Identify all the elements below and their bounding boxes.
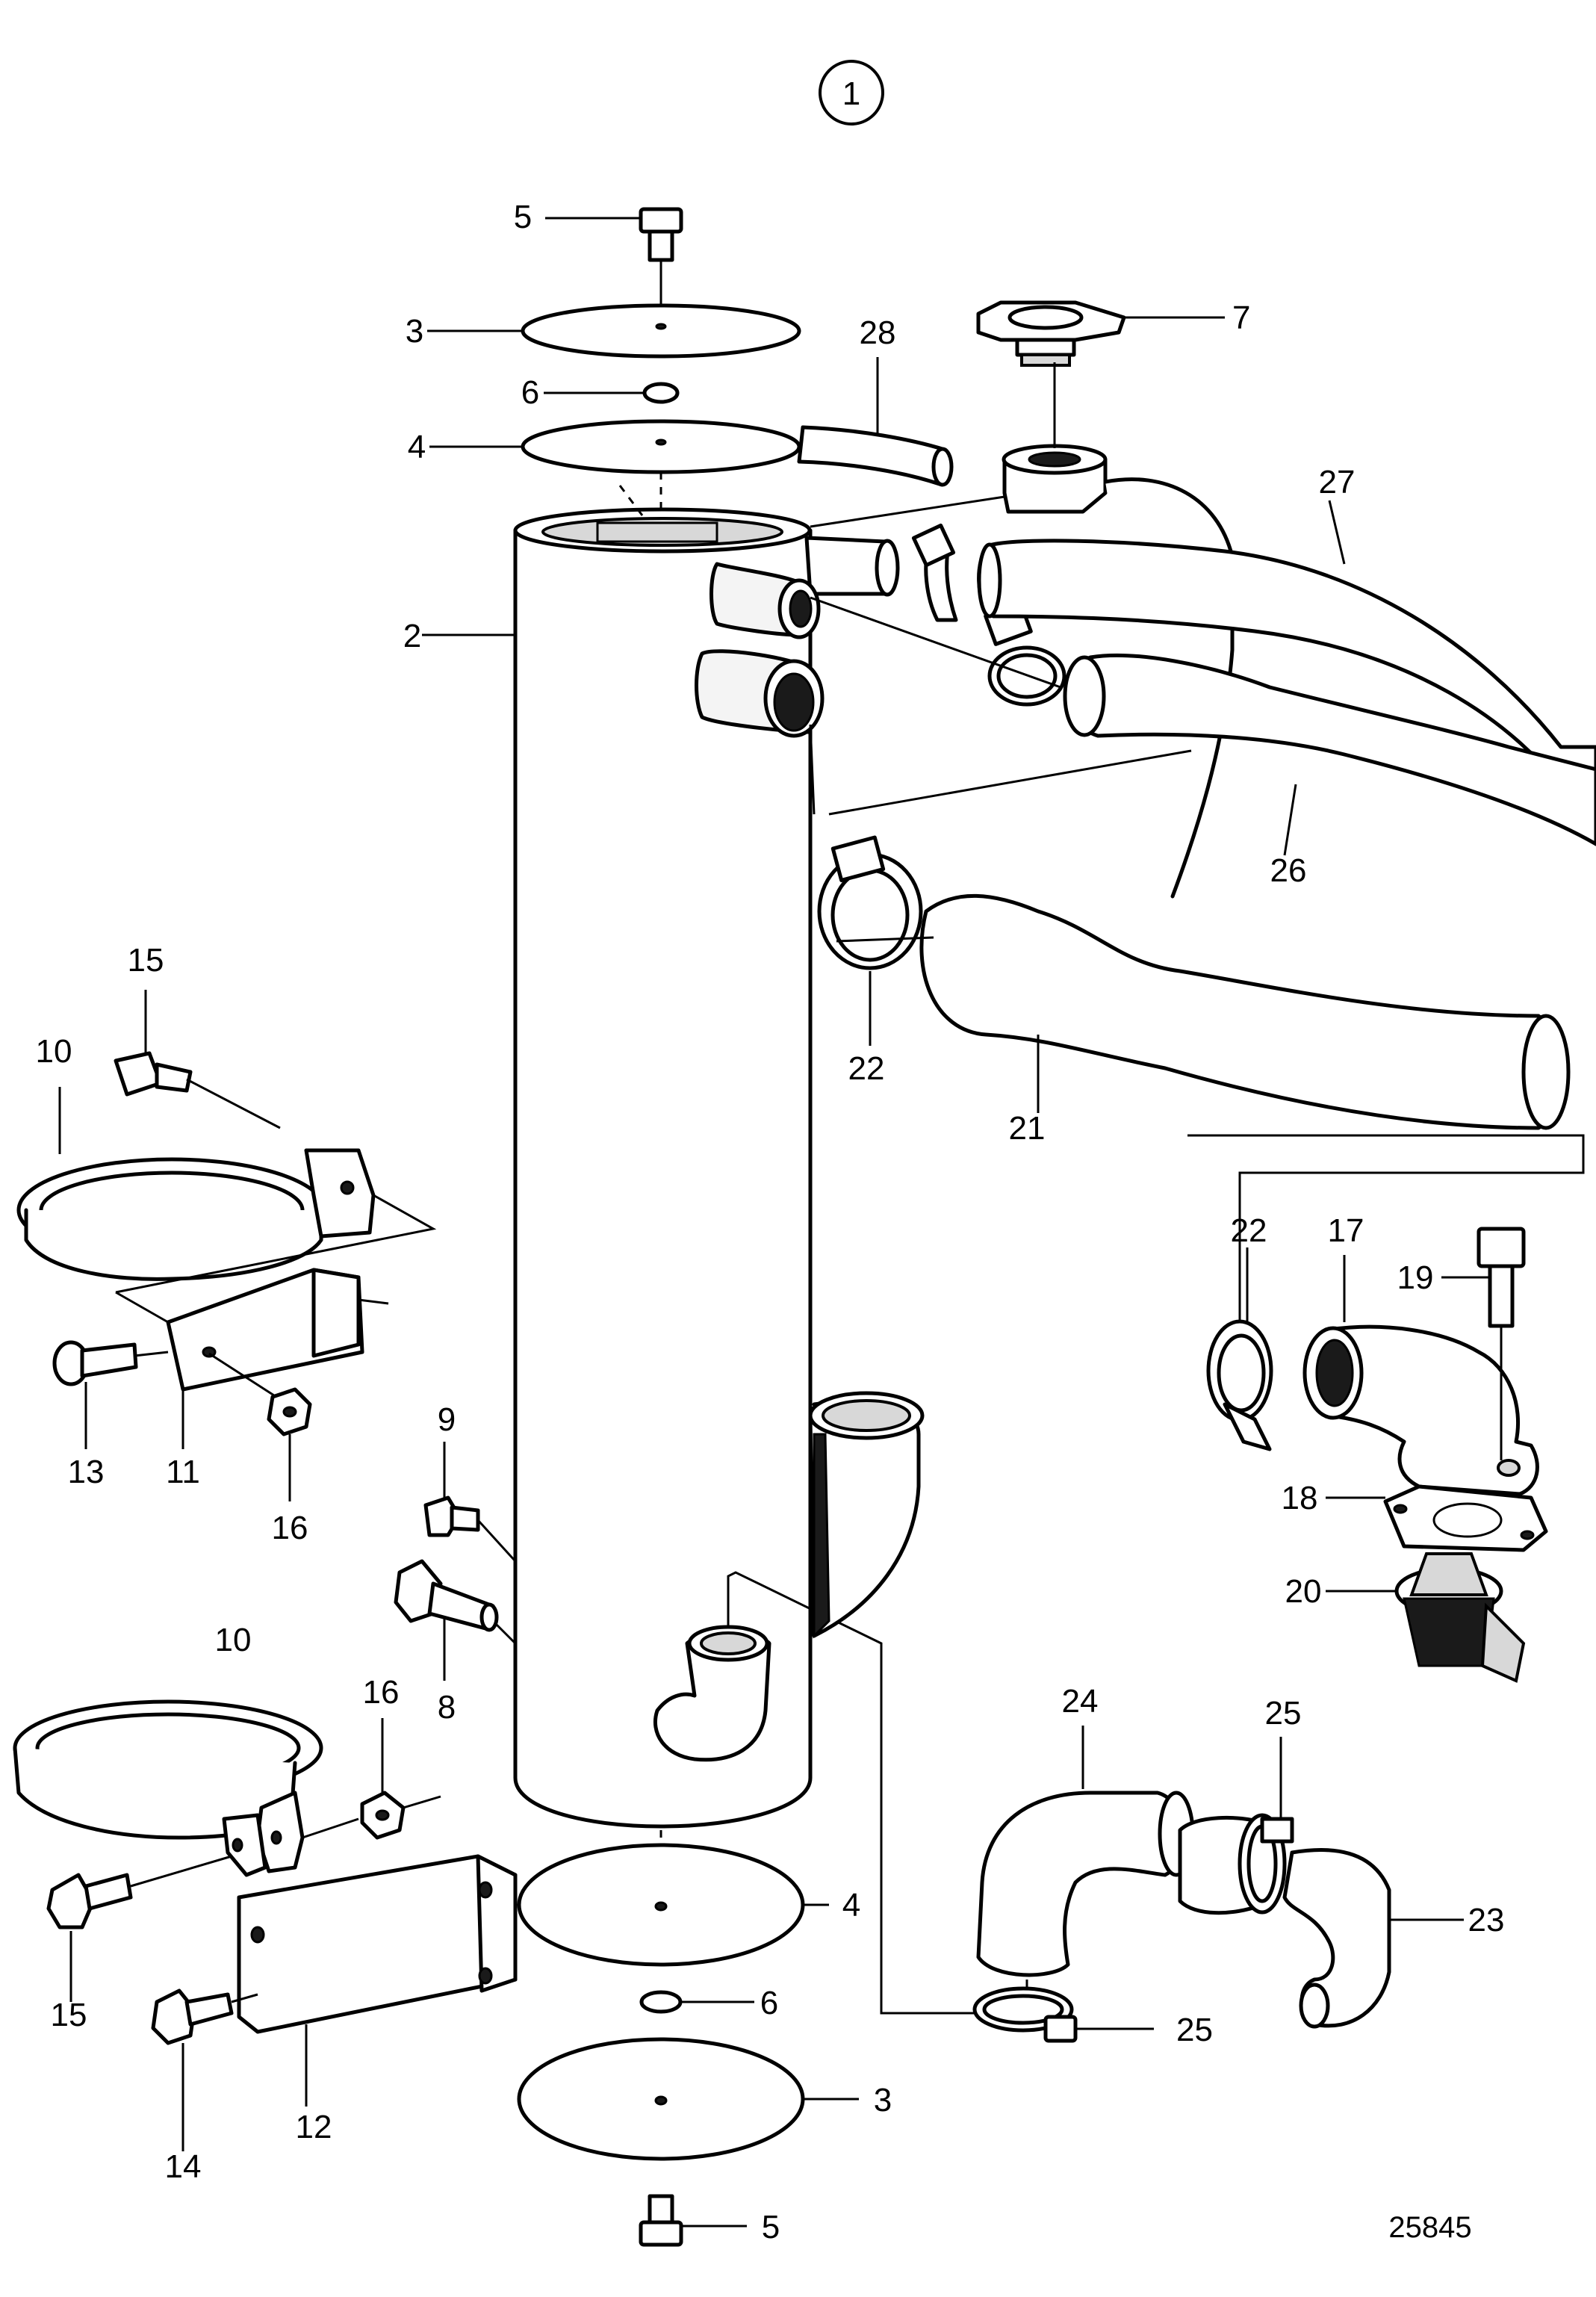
part-9-plug xyxy=(423,1495,480,1537)
sheet-number-badge: 1 xyxy=(819,60,884,125)
callout-4-top: 4 xyxy=(408,429,426,465)
callout-15-top: 15 xyxy=(128,942,164,979)
callout-12: 12 xyxy=(296,2109,332,2145)
part-13-bolt xyxy=(52,1340,138,1386)
part-21-lower-hose xyxy=(919,893,1571,1130)
callout-15-bottom: 15 xyxy=(51,1997,87,2033)
callout-6-top: 6 xyxy=(521,374,539,411)
part-15-bolt-upper xyxy=(114,1051,193,1097)
callout-9: 9 xyxy=(438,1401,456,1438)
callout-17: 17 xyxy=(1328,1212,1364,1249)
callout-20: 20 xyxy=(1285,1573,1322,1610)
tank-outlet-stubs xyxy=(695,536,900,815)
part-14-screw xyxy=(151,1988,234,2045)
part-22-hose-clamp-mid xyxy=(817,835,923,970)
part-4-gasket-disc-top xyxy=(521,419,801,474)
part-16-nut-upper xyxy=(267,1387,312,1436)
callout-16-top: 16 xyxy=(272,1510,308,1546)
callout-27: 27 xyxy=(1319,464,1356,500)
part-8-drain-plug xyxy=(394,1559,499,1632)
callout-labels: 5 3 6 4 28 7 27 2 26 15 10 22 21 22 17 1… xyxy=(36,199,1505,2245)
part-25-hose-clamp-upper xyxy=(1178,1813,1294,1915)
callout-16-bottom: 16 xyxy=(363,1674,400,1711)
callout-23: 23 xyxy=(1468,1902,1505,1938)
part-20-thermostat xyxy=(1394,1552,1526,1683)
part-18-gasket xyxy=(1383,1484,1548,1552)
callout-3-top: 3 xyxy=(406,313,423,350)
part-22-hose-clamp-right xyxy=(1206,1319,1273,1451)
part-28-vent-hose xyxy=(797,425,954,487)
callout-26: 26 xyxy=(1270,852,1307,889)
callout-2: 2 xyxy=(403,618,421,654)
part-11-bracket xyxy=(166,1268,364,1392)
part-19-bolt xyxy=(1477,1227,1526,1460)
part-7-filler-cap xyxy=(976,300,1126,367)
callout-13: 13 xyxy=(68,1454,105,1490)
part-16-nut-lower xyxy=(360,1791,406,1840)
callout-8: 8 xyxy=(438,1689,456,1726)
drawing-id: 25845 xyxy=(1388,2211,1471,2244)
part-17-thermostat-housing-elbow xyxy=(1302,1324,1539,1496)
callout-14: 14 xyxy=(165,2148,202,2185)
upper-hose-clamps xyxy=(810,523,1066,707)
callout-24: 24 xyxy=(1062,1683,1099,1720)
callout-22-right: 22 xyxy=(1231,1212,1267,1249)
part-24-elbow-hose xyxy=(976,1791,1195,1977)
callout-21: 21 xyxy=(1009,1110,1046,1147)
part-26-middle-hose xyxy=(828,653,1596,846)
callout-10-bottom: 10 xyxy=(215,1622,252,1658)
callout-7: 7 xyxy=(1232,300,1250,336)
callout-25-bottom: 25 xyxy=(1176,2012,1213,2048)
callout-5-bottom: 5 xyxy=(762,2209,780,2245)
callout-3-bottom: 3 xyxy=(874,2082,892,2118)
part-3-cover-disc-top xyxy=(521,303,801,359)
callout-4-bottom: 4 xyxy=(842,1887,860,1924)
part-10-mounting-clamp-lower xyxy=(13,1699,323,1877)
callout-10-top: 10 xyxy=(36,1033,72,1070)
callout-19: 19 xyxy=(1397,1259,1434,1296)
part-23-elbow-hose xyxy=(1282,1848,1391,2029)
callout-22-top: 22 xyxy=(848,1050,885,1087)
part-10-mounting-clamp-upper xyxy=(16,1148,376,1281)
part-15-bolt-lower xyxy=(46,1873,133,1929)
tank-inlet-elbow-front xyxy=(653,1625,771,1762)
part-12-bracket xyxy=(237,1854,518,2034)
part-5-bolt-bottom xyxy=(639,2194,683,2247)
callout-18: 18 xyxy=(1282,1480,1318,1516)
sheet-number: 1 xyxy=(842,75,860,112)
part-25-hose-clamp-lower xyxy=(972,1986,1078,2043)
callout-25-top: 25 xyxy=(1265,1695,1302,1732)
tank-outlet-elbow-rear xyxy=(808,1391,925,1639)
callout-6-bottom: 6 xyxy=(760,1985,778,2021)
callout-11: 11 xyxy=(166,1454,200,1490)
callout-28: 28 xyxy=(860,314,896,351)
part-6-washer-top xyxy=(642,382,680,404)
callout-5-top: 5 xyxy=(514,199,532,235)
part-5-bolt-top xyxy=(639,207,683,314)
part-6-washer-bottom xyxy=(639,1990,683,2014)
